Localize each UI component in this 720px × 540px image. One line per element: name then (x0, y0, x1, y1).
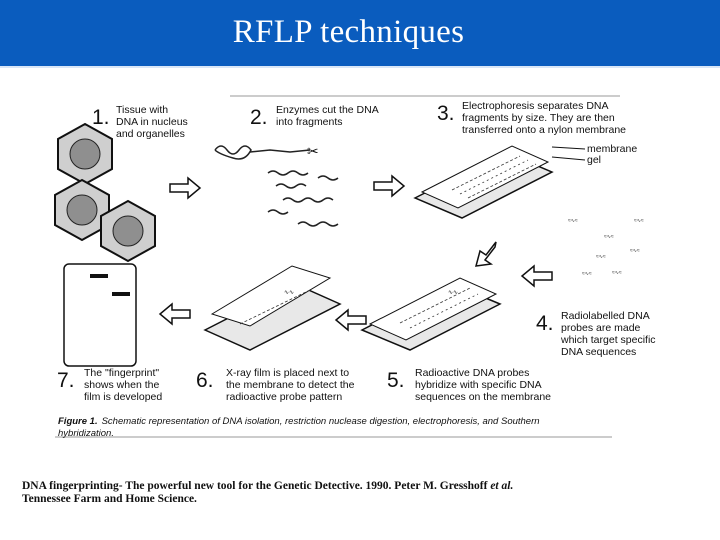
dna-fragments-illustration: ✂ (214, 143, 339, 227)
hybridized-membrane-illustration: ∿∿ (360, 277, 502, 351)
svg-text:≈∿≈: ≈∿≈ (630, 248, 640, 254)
svg-text:Figure 1.Schematic representat: Figure 1.Schematic representation of DNA… (58, 416, 540, 427)
svg-text:2.: 2. (250, 106, 268, 129)
step-4-label: 4. Radiolabelled DNA probes are made whi… (536, 310, 656, 358)
gel-membrane-illustration (413, 145, 586, 219)
step-6-label: 6. X-ray film is placed next to the memb… (196, 367, 355, 403)
svg-text:Tissue with: Tissue with (116, 104, 168, 116)
step-3-label: 3. Electrophoresis separates DNA fragmen… (437, 100, 626, 136)
svg-text:which target specific: which target specific (560, 334, 656, 346)
step-2-label: 2. Enzymes cut the DNA into fragments (250, 104, 379, 129)
svg-text:hybridization.: hybridization. (58, 428, 114, 439)
svg-text:Radiolabelled DNA: Radiolabelled DNA (561, 310, 650, 322)
step-7-label: 7. The "fingerprint" shows when the film… (57, 367, 162, 403)
svg-text:X-ray film is placed next to: X-ray film is placed next to (226, 367, 349, 379)
arrow-left-1 (520, 264, 553, 288)
svg-text:7.: 7. (57, 369, 75, 392)
svg-text:∿∿: ∿∿ (448, 290, 458, 296)
svg-text:Enzymes cut the DNA: Enzymes cut the DNA (276, 104, 379, 116)
arrow-left-3 (158, 302, 191, 326)
rflp-figure: 1. Tissue with DNA in nucleus and organe… (54, 95, 656, 439)
svg-text:sequences on the membrane: sequences on the membrane (415, 391, 551, 403)
svg-text:Electrophoresis separates DNA: Electrophoresis separates DNA (462, 100, 608, 112)
svg-text:transferred onto a nylon membr: transferred onto a nylon membrane (462, 124, 626, 136)
scissors-icon: ✂ (307, 143, 319, 159)
step-1-label: 1. Tissue with DNA in nucleus and organe… (92, 104, 188, 140)
svg-text:5.: 5. (387, 369, 405, 392)
svg-text:the membrane to detect the: the membrane to detect the (226, 379, 355, 391)
svg-text:probes are made: probes are made (561, 322, 641, 334)
membrane-label: membrane (587, 143, 637, 155)
svg-text:and organelles: and organelles (116, 128, 185, 140)
arrow-right-1 (169, 176, 202, 200)
tissue-cells-illustration (54, 122, 156, 263)
arrow-left-2 (334, 308, 367, 332)
svg-text:≈∿≈: ≈∿≈ (568, 218, 578, 224)
arrow-right-2 (373, 174, 406, 198)
svg-text:DNA sequences: DNA sequences (561, 346, 636, 358)
svg-text:hybridize with specific DNA: hybridize with specific DNA (415, 379, 542, 391)
title-bar: RFLP techniques (0, 0, 720, 68)
svg-text:3.: 3. (437, 102, 455, 125)
citation-text: DNA fingerprinting- The powerful new too… (22, 480, 491, 492)
citation-source: Tennessee Farm and Home Science. (22, 493, 197, 505)
svg-text:≈∿≈: ≈∿≈ (604, 234, 614, 240)
gel-label: gel (587, 154, 601, 166)
svg-text:Radioactive DNA probes: Radioactive DNA probes (415, 367, 529, 379)
step-5-label: 5. Radioactive DNA probes hybridize with… (387, 367, 551, 403)
figure-caption: Figure 1.Schematic representation of DNA… (58, 416, 540, 439)
svg-text:≈∿≈: ≈∿≈ (612, 270, 622, 276)
svg-text:≈∿≈: ≈∿≈ (634, 218, 644, 224)
svg-text:shows when the: shows when the (84, 379, 159, 391)
svg-text:radioactive probe pattern: radioactive probe pattern (226, 391, 342, 403)
svg-text:The "fingerprint": The "fingerprint" (84, 367, 159, 379)
svg-text:1.: 1. (92, 106, 110, 129)
svg-text:≈∿≈: ≈∿≈ (582, 271, 592, 277)
svg-text:DNA in nucleus: DNA in nucleus (116, 116, 188, 128)
svg-text:4.: 4. (536, 312, 554, 335)
svg-text:into fragments: into fragments (276, 116, 343, 128)
slide-title: RFLP techniques (232, 14, 465, 50)
fingerprint-film-illustration (63, 263, 137, 367)
svg-text:6.: 6. (196, 369, 214, 392)
citation: DNA fingerprinting- The powerful new too… (22, 480, 702, 506)
citation-etal: et al. (490, 480, 514, 492)
svg-text:≈∿≈: ≈∿≈ (596, 254, 606, 260)
svg-text:film is developed: film is developed (84, 391, 162, 403)
arrow-down-left (474, 241, 497, 267)
xray-film-illustration: ∿∿ (203, 265, 342, 351)
svg-text:∿∿: ∿∿ (284, 290, 294, 296)
probes-illustration: ≈∿≈ ≈∿≈ ≈∿≈ ≈∿≈ ≈∿≈ ≈∿≈ ≈∿≈ (568, 218, 644, 277)
svg-text:fragments by size. They are t: fragments by size. They are then (462, 112, 615, 124)
